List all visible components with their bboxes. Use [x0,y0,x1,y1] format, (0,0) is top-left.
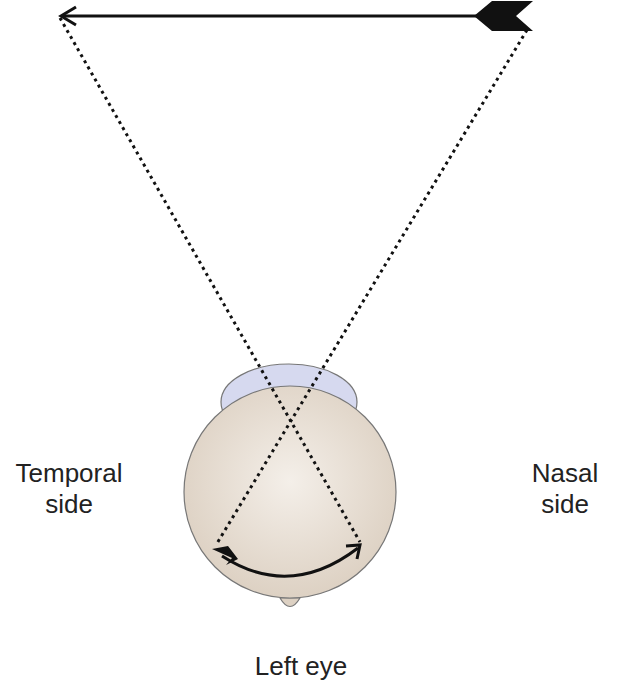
optic-nerve [280,598,300,607]
object-fletching [474,1,533,31]
object-shaft [62,15,490,18]
side-label: Temporal side [4,458,134,520]
eye-label: Left eye [221,651,381,682]
retinal-image-arc [222,548,358,576]
light-ray [216,30,527,545]
side-label: Nasal side [515,458,615,520]
retinal-image-fletching [212,546,238,565]
object-arrowhead [61,7,76,25]
retinal-image-arrowhead [346,545,360,559]
eye-globe [184,386,396,598]
